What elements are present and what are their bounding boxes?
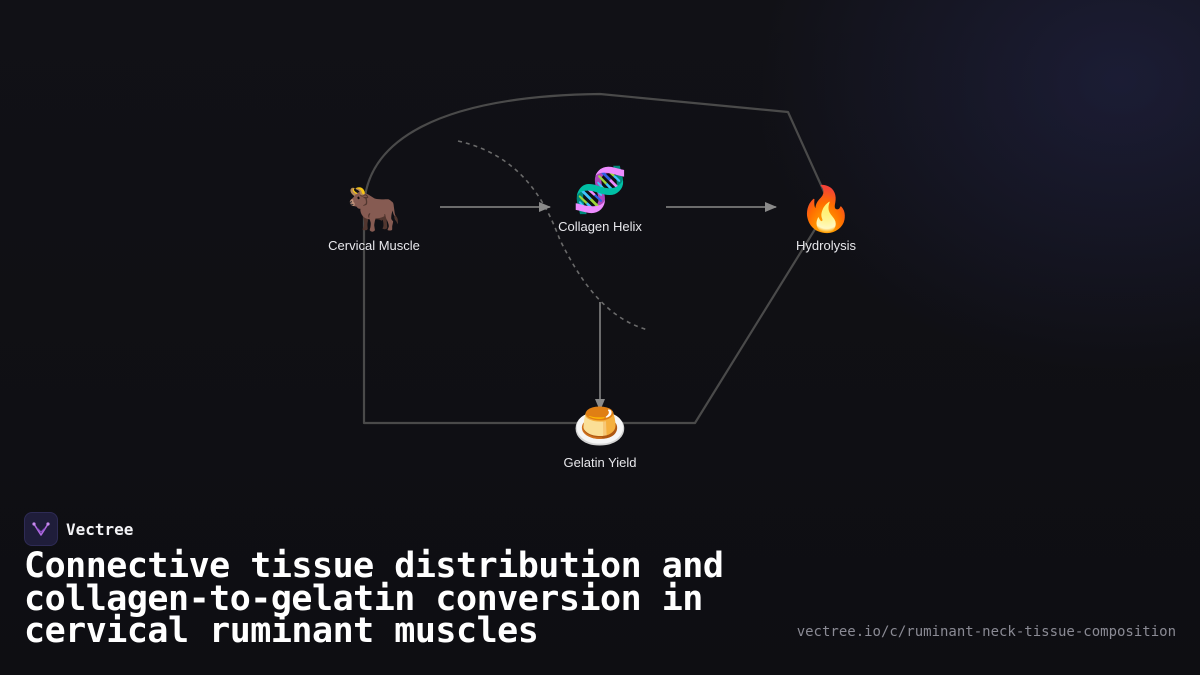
diagram-canvas — [362, 92, 832, 425]
dna-icon: 🧬 — [572, 165, 628, 216]
node-hydrolysis[interactable]: 🔥 Hydrolysis — [736, 184, 916, 253]
node-gelatin-yield[interactable]: 🍮 Gelatin Yield — [510, 401, 690, 470]
node-label-hydrolysis: Hydrolysis — [796, 238, 856, 253]
custard-icon: 🍮 — [572, 401, 628, 452]
enclosure-outline — [362, 92, 832, 425]
fire-icon: 🔥 — [798, 184, 854, 235]
node-label-collagen-helix: Collagen Helix — [558, 219, 642, 234]
page-title: Connective tissue distribution and colla… — [24, 546, 724, 651]
vectree-logo-icon — [24, 512, 58, 546]
brand-name: Vectree — [66, 519, 134, 539]
node-label-gelatin-yield: Gelatin Yield — [563, 455, 637, 470]
ox-icon: 🐂 — [346, 184, 402, 235]
page-url[interactable]: vectree.io/c/ruminant-neck-tissue-compos… — [796, 624, 1176, 640]
node-collagen-helix[interactable]: 🧬 Collagen Helix — [510, 165, 690, 234]
dashed-curve — [457, 140, 649, 331]
node-cervical-muscle[interactable]: 🐂 Cervical Muscle — [284, 184, 464, 253]
node-label-cervical-muscle: Cervical Muscle — [328, 238, 420, 253]
brand[interactable]: Vectree — [24, 512, 133, 546]
